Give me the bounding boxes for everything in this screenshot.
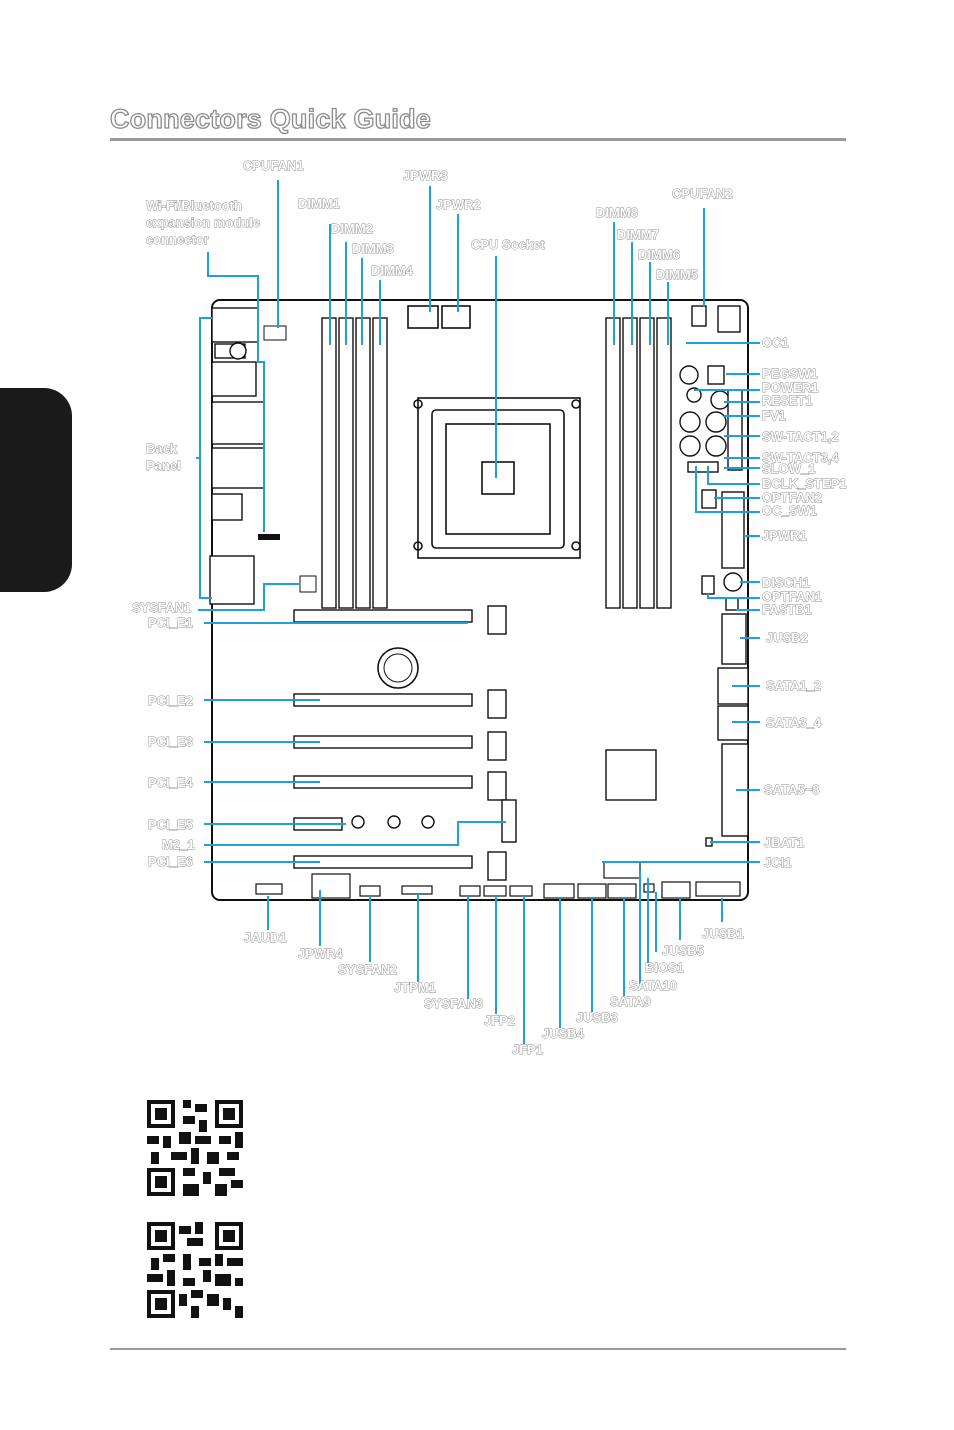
cpu-socket (413, 397, 581, 559)
label-jusb4: JUSB4 (542, 1026, 585, 1041)
label-wifi-3: connector (146, 232, 209, 247)
label-oc-sw1: OC_SW1 (762, 503, 817, 518)
qr-code-icon (147, 1222, 243, 1318)
label-dimm8: DIMM8 (596, 205, 638, 220)
label-jpwr3: JPWR3 (403, 168, 448, 183)
footer-rule (110, 1348, 846, 1350)
label-pegsw1: PEGSW1 (762, 366, 818, 381)
label-pci-e4: PCI_E4 (148, 775, 194, 790)
qr-code-icon (147, 1100, 243, 1196)
label-cpufan1: CPUFAN1 (243, 158, 304, 173)
label-slow1: SLOW_1 (762, 461, 815, 476)
label-sysfan1: SYSFAN1 (132, 600, 191, 615)
sysfan1-header (299, 575, 317, 593)
label-jpwr2: JPWR2 (436, 197, 481, 212)
label-jpwr1: JPWR1 (762, 528, 807, 543)
label-sw-tact34: SW-TACT3,4 (762, 450, 840, 465)
chipset (605, 749, 657, 801)
label-bclk-step1: BCLK_STEP1 (762, 476, 847, 491)
label-jci1: JCI1 (764, 855, 791, 870)
label-disch1: DISCH1 (762, 575, 810, 590)
label-jbat1: JBAT1 (764, 835, 804, 850)
label-pci-e6: PCI_E6 (148, 854, 193, 869)
label-dimm7: DIMM7 (617, 227, 659, 242)
label-jtpm1: JTPM1 (394, 980, 436, 995)
label-dimm5: DIMM5 (656, 267, 698, 282)
label-jusb2: JUSB2 (766, 630, 808, 645)
page-title: Connectors Quick Guide (109, 103, 431, 134)
label-sysfan3: SYSFAN3 (424, 996, 483, 1011)
label-power1: POWER1 (762, 380, 818, 395)
title-rule (110, 138, 846, 141)
label-dimm6: DIMM6 (638, 247, 680, 262)
label-wifi-2: expansion module (146, 215, 260, 230)
label-sata10: SATA10 (629, 978, 677, 993)
label-sysfan2: SYSFAN2 (338, 962, 397, 977)
label-dimm4: DIMM4 (371, 263, 414, 278)
label-jusb5: JUSB5 (662, 943, 704, 958)
label-cpufan2: CPUFAN2 (672, 186, 733, 201)
jpwr3-connector (407, 305, 439, 329)
label-back-2: Panel (146, 458, 181, 473)
label-jfp1: JFP1 (512, 1042, 543, 1057)
label-cpu-socket: CPU Socket (471, 237, 545, 252)
label-pci-e2: PCI_E2 (148, 693, 193, 708)
motherboard-diagram: CPUFAN1 JPWR3 CPUFAN2 Wi-Fi/Bluetooth ex… (132, 158, 847, 1058)
label-sata3-4: SATA3_4 (766, 715, 822, 730)
label-jpwr4: JPWR4 (298, 946, 344, 961)
label-reset1: RESET1 (762, 393, 813, 408)
leader-lines (196, 180, 760, 1044)
label-optfan2: OPTFAN2 (762, 490, 822, 505)
label-dimm3: DIMM3 (352, 241, 394, 256)
label-jaud1: JAUD1 (244, 930, 287, 945)
label-jfp2: JFP2 (484, 1013, 515, 1028)
wifi-connector (258, 534, 280, 540)
label-bios1: BIOS1 (645, 960, 684, 975)
label-sata9: SATA9 (610, 994, 651, 1009)
label-m2-1: M2_1 (162, 837, 195, 852)
label-sw-tact12: SW-TACT1,2 (762, 429, 839, 444)
back-panel-ports (209, 307, 265, 605)
label-fv1: FV1 (762, 408, 786, 423)
connector-labels: CPUFAN1 JPWR3 CPUFAN2 Wi-Fi/Bluetooth ex… (132, 158, 847, 1058)
label-jusb1: JUSB1 (702, 926, 744, 941)
label-pci-e5: PCI_E5 (148, 817, 193, 832)
label-fastb1: FASTB1 (762, 602, 812, 617)
label-optfan1: OPTFAN1 (762, 589, 822, 604)
label-wifi-1: Wi-Fi/Bluetooth (146, 198, 242, 213)
label-oc1: OC1 (762, 335, 789, 350)
label-back-1: Back (146, 441, 178, 456)
right-side-components (679, 305, 749, 847)
cpufan1-header (263, 325, 287, 341)
label-jusb3: JUSB3 (576, 1010, 618, 1025)
label-pci-e3: PCI_E3 (148, 734, 193, 749)
chapter-side-tab (0, 388, 72, 592)
jpwr2-connector (441, 305, 471, 329)
label-dimm1: DIMM1 (298, 196, 340, 211)
label-sata5-8: SATA5~8 (764, 782, 820, 797)
label-dimm2: DIMM2 (331, 221, 373, 236)
label-pci-e1: PCI_E1 (148, 615, 193, 630)
label-sata1-2: SATA1_2 (766, 678, 821, 693)
